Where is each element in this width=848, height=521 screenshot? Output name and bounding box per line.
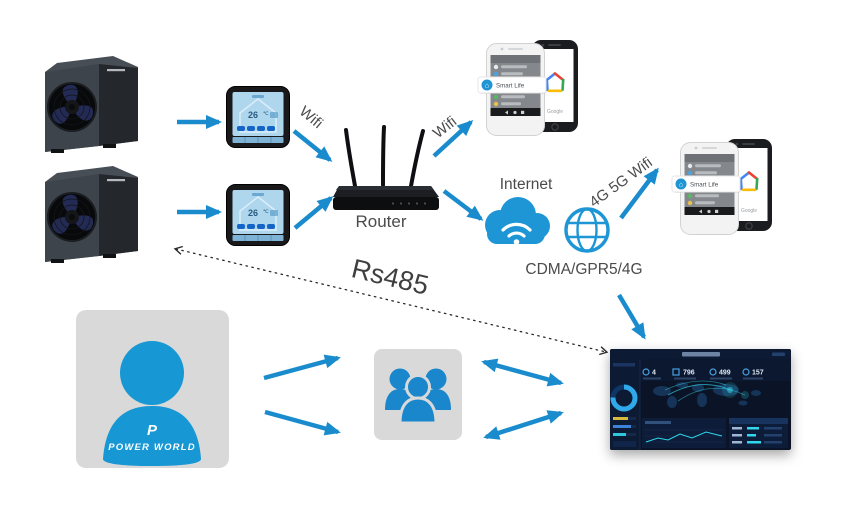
svg-text:⌂: ⌂ <box>485 83 489 90</box>
donut-gauge <box>610 384 638 412</box>
arrow-group-dashboard-top <box>481 358 564 387</box>
cdma-caption: CDMA/GPR5/4G <box>525 261 643 278</box>
svg-text:Smart Life: Smart Life <box>690 181 719 188</box>
unit-logo <box>107 69 125 72</box>
stat-value: 499 <box>719 370 731 377</box>
world-map <box>653 380 761 408</box>
heat-pump-unit-1 <box>45 56 138 153</box>
thermostat-controller-2: 26 ℃ <box>226 184 290 246</box>
dashboard-stats: 4 796 499 157 <box>642 368 764 380</box>
wifi-label-router: Wifi <box>429 113 461 142</box>
smart-life-app-icon <box>481 79 493 91</box>
smartphone-pair-right: Google ⌂ Smart <box>671 139 772 235</box>
smart-life-app-icon <box>675 178 687 190</box>
thermostat-controller-1: 26 ℃ <box>226 86 290 148</box>
smartphone-pair-top: Google ⌂ Smart <box>477 40 578 136</box>
google-home-icon <box>545 72 565 93</box>
smart-life-banner: ⌂ Smart Life <box>671 175 741 193</box>
app-list <box>493 64 527 107</box>
power-world-logo-mark: P <box>147 422 158 439</box>
stat-value: 796 <box>683 370 695 377</box>
sidebar-bars <box>613 417 636 447</box>
arrow-phone-dashboard <box>617 293 646 340</box>
svg-text:℃: ℃ <box>263 209 269 215</box>
sidebar-menu-item <box>613 363 635 367</box>
thermostat-buttons <box>237 126 275 131</box>
thermostat-temperature: 26 <box>248 110 258 120</box>
table-panel <box>729 418 788 448</box>
svg-text:⌂: ⌂ <box>679 182 683 189</box>
router-antennas <box>344 125 425 188</box>
arrow-person-group-top <box>263 354 341 381</box>
google-home-icon <box>739 171 759 192</box>
rs485-label: Rs485 <box>348 253 432 301</box>
smart-life-banner: ⌂ Smart Life <box>477 76 547 94</box>
router-icon <box>333 125 439 210</box>
cellular-label: 4G 5G Wifi <box>586 154 656 211</box>
wifi-label-thermostat: Wifi <box>295 102 327 133</box>
thermostat-unit: ℃ <box>263 111 269 117</box>
wifi-icon <box>501 222 532 238</box>
users-group-card <box>374 349 462 440</box>
heat-pump-side <box>99 64 138 146</box>
svg-text:Google: Google <box>741 208 757 214</box>
person-icon: P POWER WORLD <box>103 341 201 466</box>
fan-icon <box>47 82 97 132</box>
monitoring-dashboard: 4 796 499 157 <box>610 349 791 450</box>
router-caption: Router <box>355 212 407 231</box>
internet-cloud-wifi-icon <box>485 197 550 245</box>
stat-value: 4 <box>652 370 656 377</box>
thermostat-screen <box>232 92 284 136</box>
users-group-icon <box>385 368 451 425</box>
svg-text:26: 26 <box>248 208 258 218</box>
dashboard-title-bar <box>682 352 720 357</box>
arrow-thermostat2-router <box>293 196 334 230</box>
globe-icon <box>564 207 610 253</box>
internet-caption: Internet <box>499 176 553 193</box>
fan-icon <box>47 192 97 242</box>
stat-value: 157 <box>752 370 764 377</box>
arrow-person-group-bottom <box>264 409 341 436</box>
heat-pump-unit-2 <box>45 166 138 263</box>
installer-card: P POWER WORLD <box>76 310 229 468</box>
power-world-logo-text: POWER WORLD <box>108 442 196 453</box>
chart-panel <box>642 418 726 448</box>
smart-life-label: Smart Life <box>496 82 525 89</box>
arrow-group-dashboard-bottom <box>483 410 564 440</box>
google-caption: Google <box>547 109 563 115</box>
